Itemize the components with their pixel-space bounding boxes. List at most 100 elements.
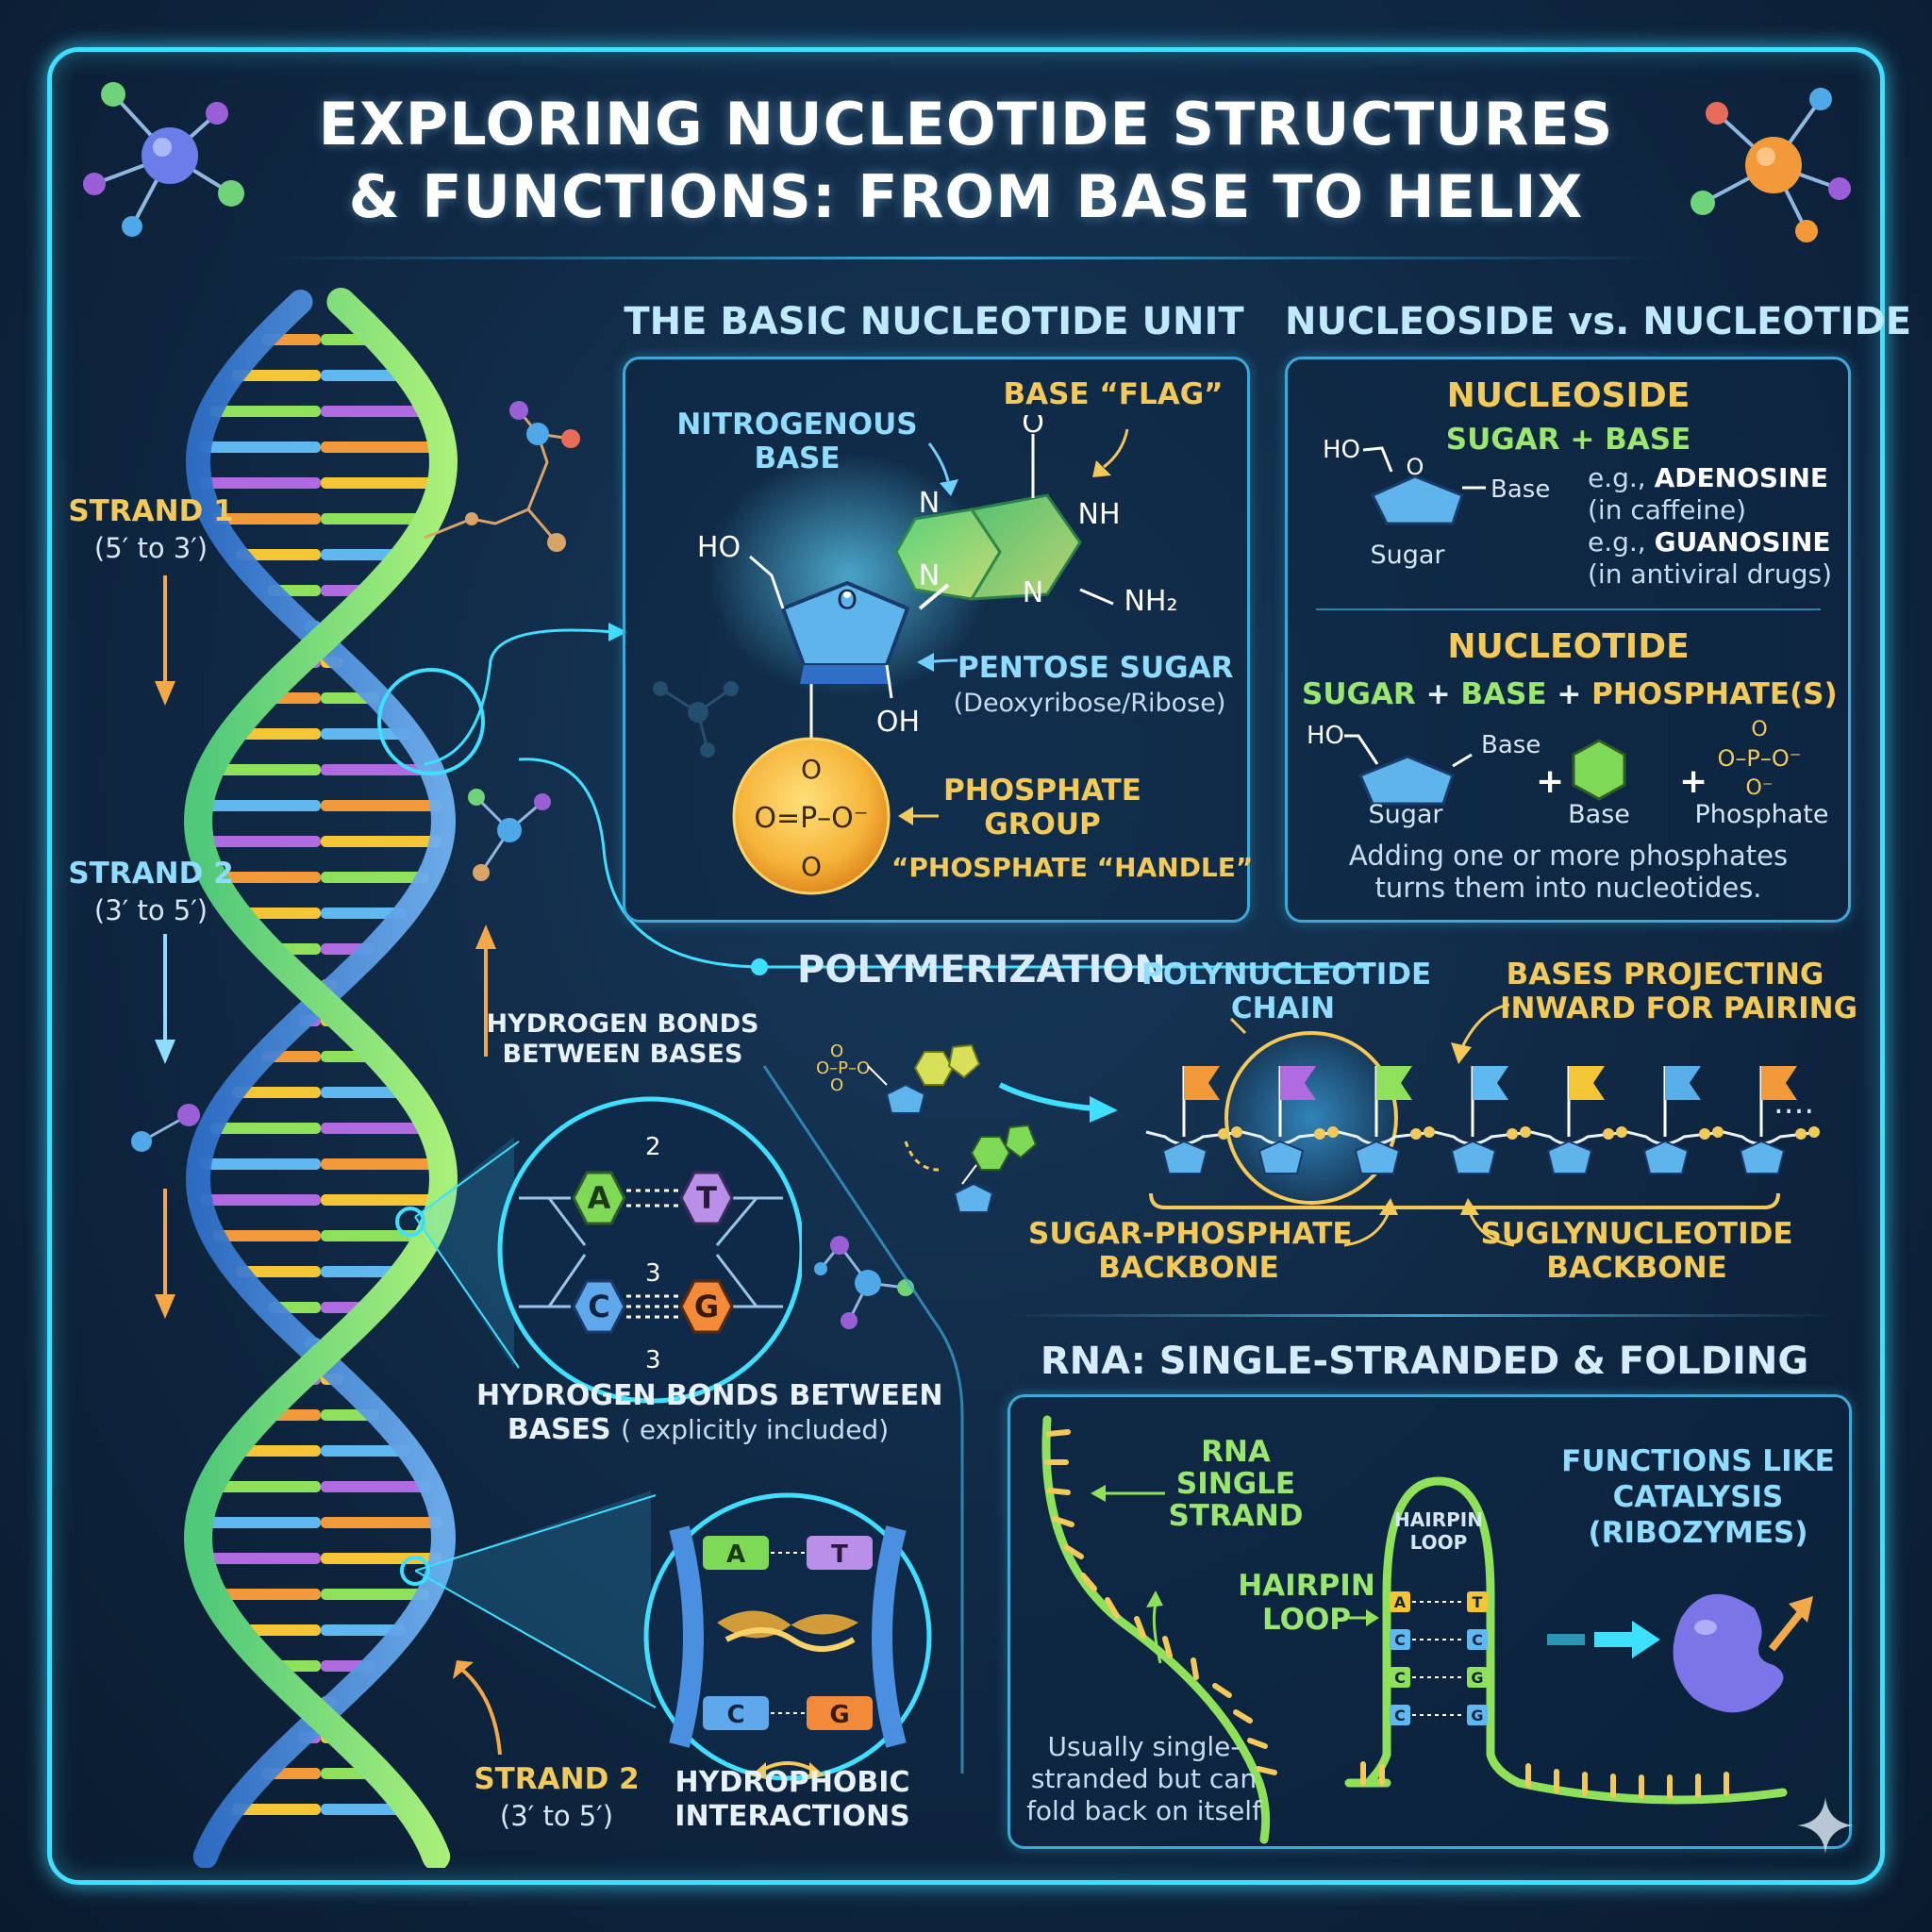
chain-phosphate	[1327, 1126, 1339, 1138]
connector-lines	[425, 623, 1368, 975]
nucleoside-vs-heading: NUCLEOSIDE vs. NUCLEOTIDE	[1285, 300, 1912, 343]
polymerization-divider	[1009, 1314, 1840, 1317]
base-t-hexagon	[679, 1171, 734, 1225]
molecule-icon-right	[1690, 88, 1851, 242]
base-rung	[321, 370, 410, 381]
svg-text:O: O	[801, 754, 822, 785]
svg-text:A: A	[588, 1180, 611, 1216]
helix-zoom-ring-1	[377, 668, 485, 775]
base-rung	[212, 1230, 321, 1241]
svg-text:O⁻: O⁻	[1746, 776, 1774, 800]
base-rung	[321, 441, 442, 453]
base-rung	[236, 1624, 321, 1636]
molecule-icon-small-3	[131, 1104, 200, 1152]
svg-text:O: O	[1751, 718, 1767, 741]
chain-phosphate	[1520, 1126, 1531, 1138]
ribozyme-arrow	[1547, 1621, 1660, 1658]
base-rung	[321, 908, 406, 919]
base-rung	[212, 872, 321, 883]
chain-sugar	[1161, 1140, 1208, 1174]
base-rung	[209, 764, 321, 775]
nt-base-label: Base	[1568, 800, 1630, 829]
chain-phosphate	[1507, 1128, 1518, 1140]
base-rung	[199, 1517, 321, 1528]
molecule-icon-small-4	[814, 1236, 914, 1329]
base-rung	[321, 872, 429, 883]
base-rung	[321, 800, 442, 811]
chain-base-flag	[1473, 1066, 1508, 1100]
polynucleotide-chain	[1145, 1066, 1821, 1174]
helix-zoom-ring-3	[400, 1556, 430, 1586]
phosphate-handle-label: “PHOSPHATE “HANDLE”	[891, 852, 1254, 883]
base-rung	[231, 728, 321, 740]
svg-text:HO: HO	[1307, 722, 1344, 750]
rna-heading: RNA: SINGLE-STRANDED & FOLDING	[1040, 1340, 1809, 1383]
strand1-direction: (5′ to 3′)	[93, 532, 208, 564]
chain-base-flag	[1761, 1066, 1797, 1100]
chain-sugar	[1450, 1140, 1497, 1174]
base-rung	[200, 1194, 321, 1206]
base-rung	[212, 513, 321, 525]
base-c-hexagon	[572, 1279, 626, 1334]
svg-text:O: O	[837, 584, 858, 615]
stem-base	[1467, 1629, 1488, 1650]
base-rung	[199, 800, 321, 811]
outer-frame	[47, 47, 1885, 1885]
molecule-icon-left	[83, 82, 244, 237]
title-line-1: EXPLORING NUCLEOTIDE STRUCTURES	[318, 90, 1614, 158]
svg-text:C: C	[726, 1701, 744, 1729]
basic-unit-heading: THE BASIC NUCLEOTIDE UNIT	[624, 300, 1244, 343]
svg-text:+: +	[1536, 762, 1564, 801]
base-rung	[321, 1158, 442, 1170]
nucleotide-structure: O N NH N N NH₂ O HO OH O O=P–O⁻ O	[697, 415, 1178, 895]
base-rung	[321, 1517, 442, 1528]
chain-phosphate	[1808, 1126, 1820, 1138]
chain-sugar	[1354, 1140, 1401, 1174]
stem-base	[1390, 1629, 1410, 1650]
svg-text:....: ....	[1774, 1084, 1814, 1122]
base-g-hexagon	[679, 1279, 734, 1334]
free-nucleotide-2	[953, 1124, 1038, 1213]
strand-blue	[185, 290, 457, 1868]
nucleoside-diagram: HO O Base Sugar	[1323, 436, 1550, 570]
svg-text:O=P–O⁻: O=P–O⁻	[754, 802, 868, 835]
base-rung	[231, 1087, 321, 1098]
svg-text:HO: HO	[1323, 436, 1360, 464]
svg-text:G: G	[829, 1701, 849, 1729]
base-rung	[231, 1445, 321, 1457]
base-rung	[321, 1481, 432, 1492]
stem-base	[1390, 1667, 1410, 1688]
base-flag-label: BASE “FLAG”	[1003, 377, 1224, 411]
base-rung	[321, 1553, 441, 1564]
nucleoside-title: NUCLEOSIDE	[1446, 376, 1690, 415]
molecule-icon-small-2	[468, 789, 551, 881]
chain-phosphate	[1603, 1128, 1614, 1140]
base-rung	[200, 1553, 321, 1564]
base-rung	[321, 1804, 410, 1815]
chain-phosphate	[1231, 1126, 1242, 1138]
title-divider	[264, 257, 1670, 259]
rna-single-strand	[1041, 1415, 1277, 1844]
stacking-zoom: A T C G	[415, 1491, 932, 1781]
stem-base	[1467, 1705, 1488, 1725]
base-rung	[321, 1445, 410, 1457]
strand2b-label: STRAND 2	[474, 1762, 640, 1796]
base-rung	[236, 908, 321, 919]
svg-text:N: N	[1023, 576, 1043, 609]
chain-phosphate	[1699, 1128, 1710, 1140]
arrow-down-icon-2	[155, 934, 175, 1064]
base-pair-zoom: A T 2 3 C G 3	[414, 1096, 802, 1404]
base-rung	[321, 1087, 410, 1098]
chain-phosphate	[1314, 1128, 1325, 1140]
section-divider-diagonal	[762, 1065, 964, 1774]
base-rung	[236, 549, 321, 560]
